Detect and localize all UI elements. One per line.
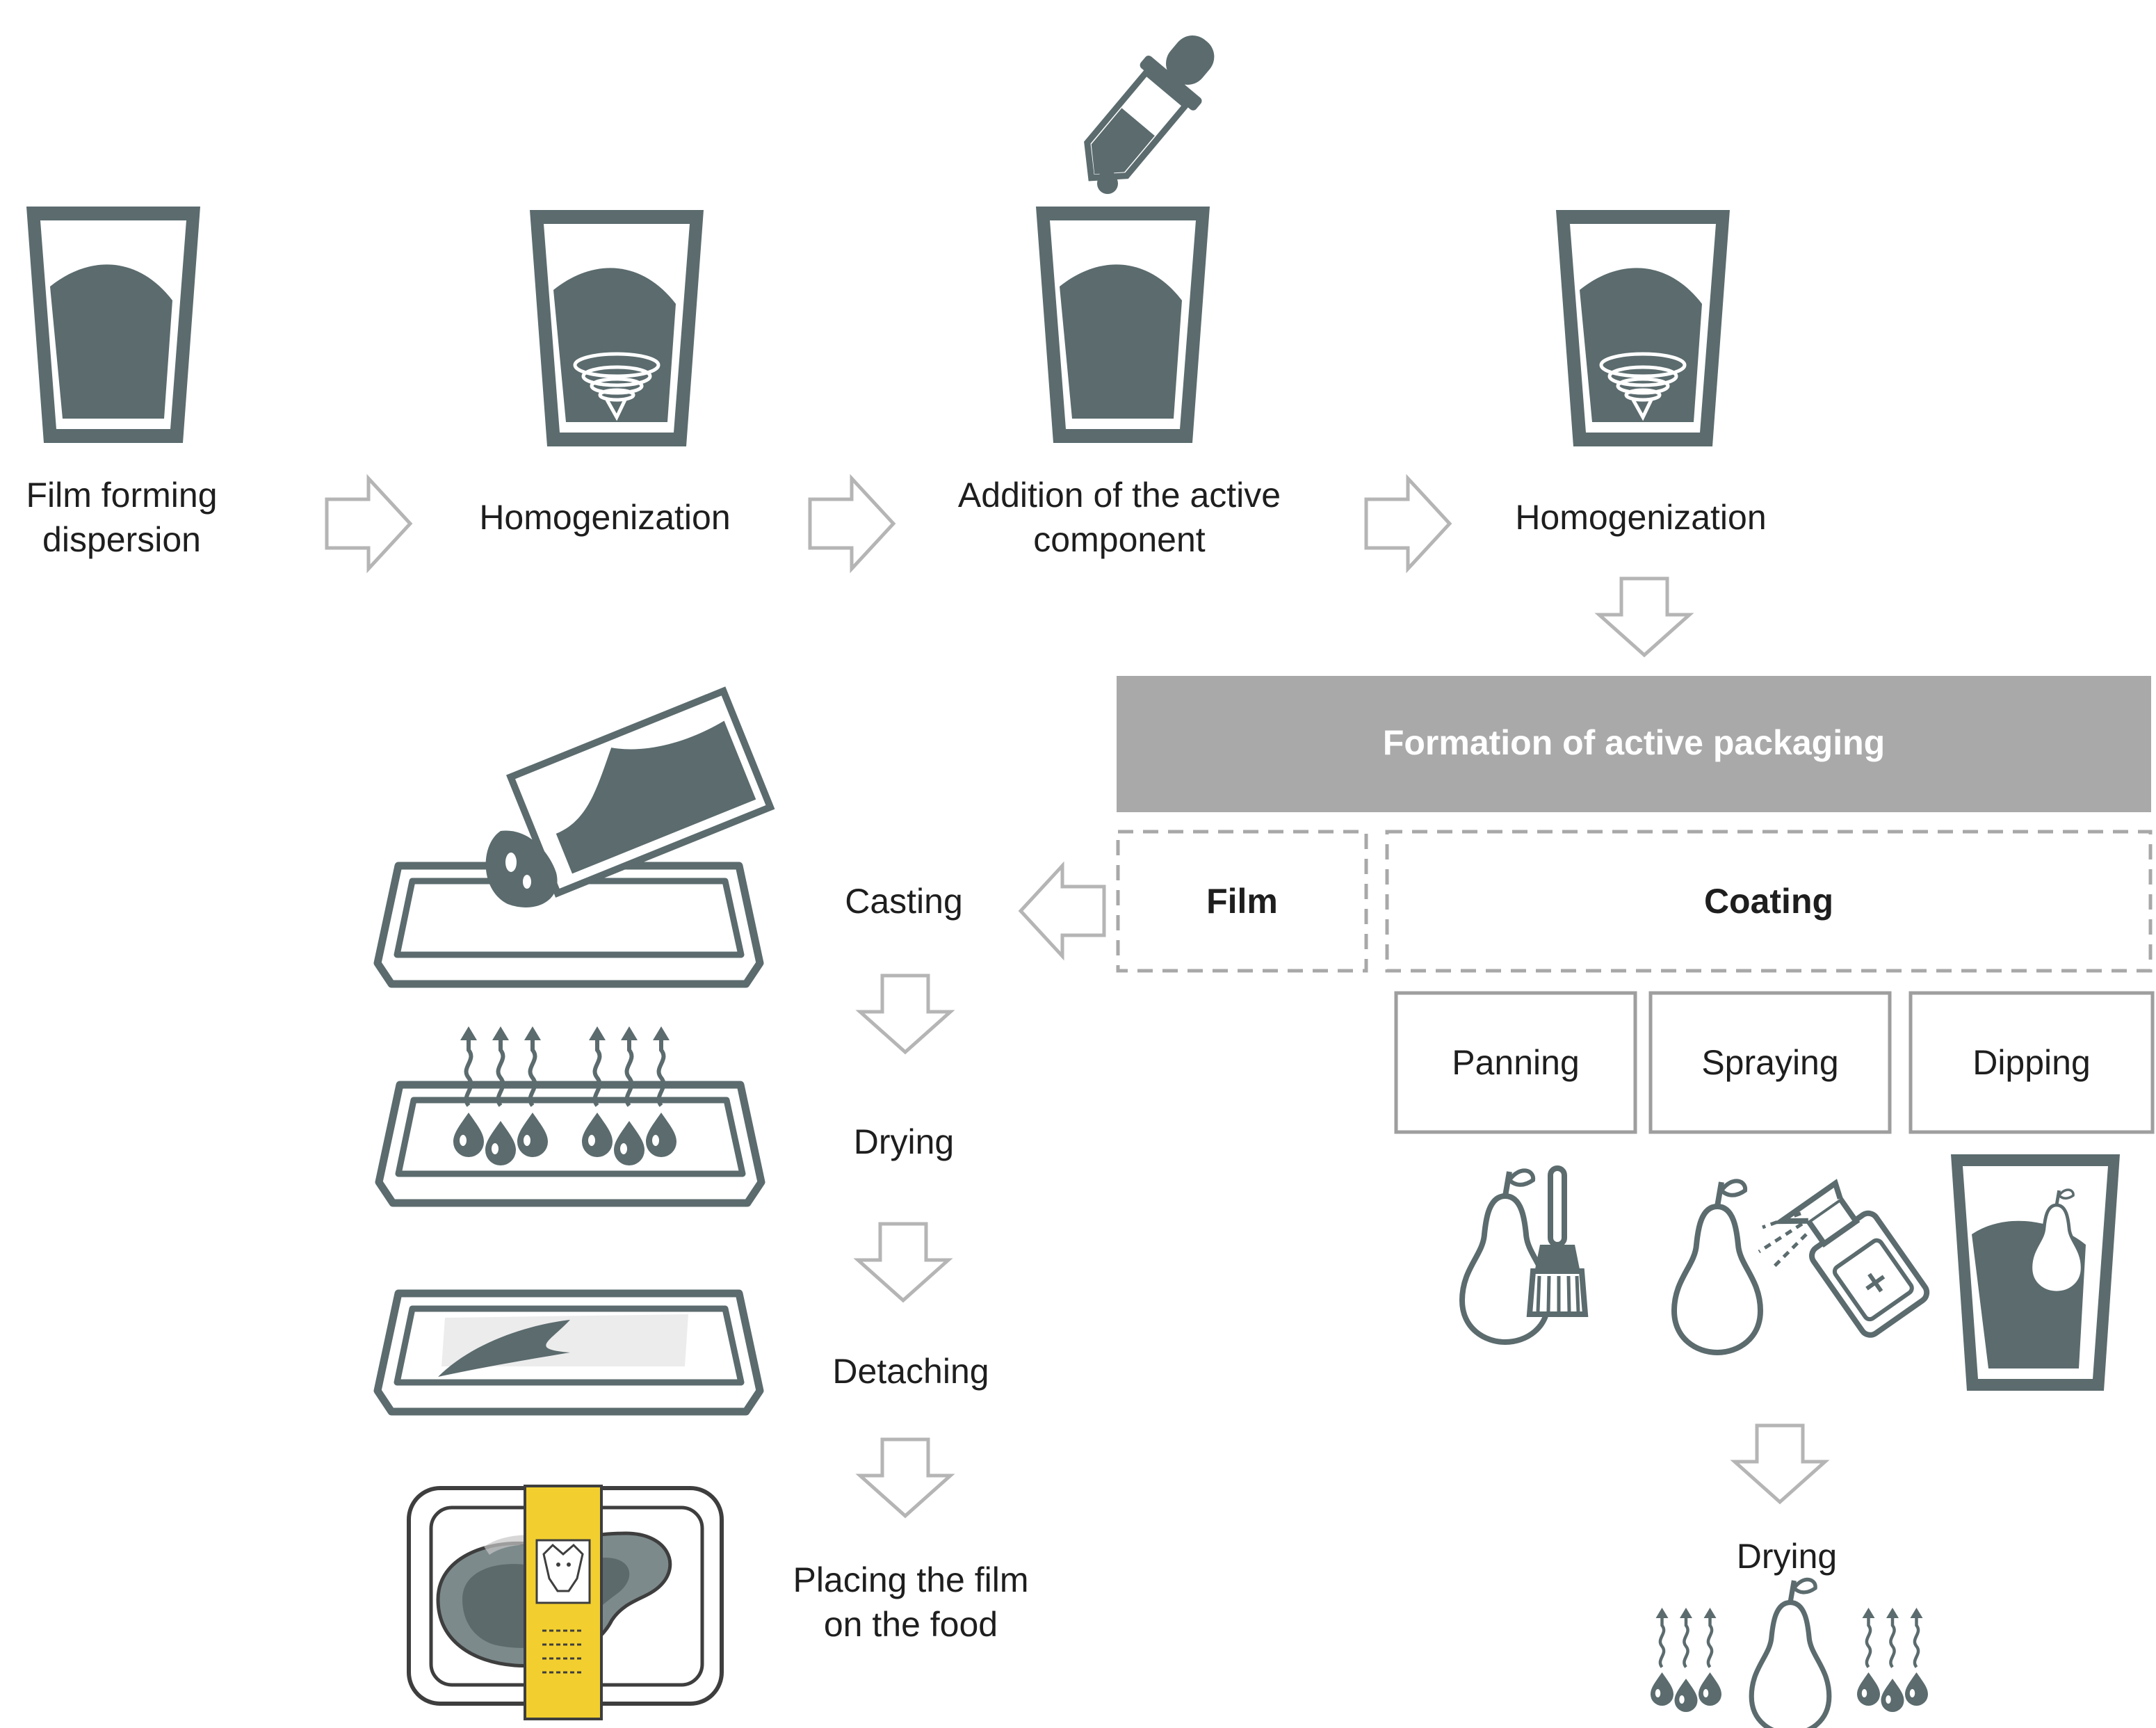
step-label-addition: Addition of the active component [957, 476, 1281, 559]
detaching-label: Detaching [832, 1352, 989, 1391]
coating-box [1385, 830, 2153, 973]
coating-drying-label: Drying [1736, 1537, 1838, 1576]
beaker-film-forming-icon [26, 207, 200, 443]
formation-banner [1117, 676, 2151, 812]
panning-box [1394, 991, 1637, 1134]
casting-label: Casting [845, 882, 963, 921]
formation-banner-label: Formation of active packaging [1382, 723, 1886, 762]
beaker-addition-icon [1036, 207, 1210, 443]
step-label-homogenization-2: Homogenization [1515, 498, 1767, 537]
spraying-label: Spraying [1701, 1043, 1839, 1082]
dipping-beaker-pear-icon [1951, 1154, 2120, 1391]
dipping-label: Dipping [1972, 1043, 2091, 1082]
detaching-tray-icon [378, 1293, 760, 1412]
dropper-icon [1084, 35, 1215, 194]
arrow-down-to-drying-icon [860, 976, 950, 1052]
beaker-homogenization-2-icon [1556, 210, 1730, 446]
coating-branch-label: Coating [1703, 882, 1834, 921]
arrow-down-to-detaching-icon [858, 1224, 948, 1300]
film-box [1116, 830, 1368, 973]
placing-label: Placing the film on the food [793, 1560, 1029, 1644]
arrow-right-2-icon [810, 478, 893, 569]
packaged-meat-icon [407, 1485, 724, 1720]
step-label-film-forming: Film forming dispersion [26, 476, 218, 559]
film-branch-label: Film [1206, 882, 1278, 921]
drying-tray-icon [379, 1026, 761, 1203]
coating-drying-icon [1651, 1580, 1928, 1728]
spraying-box [1648, 991, 1892, 1134]
arrow-right-1-icon [327, 478, 410, 569]
arrow-down-to-banner-icon [1599, 579, 1689, 655]
arrow-right-3-icon [1366, 478, 1450, 569]
arrow-left-to-casting-icon [1021, 866, 1104, 956]
spraying-pear-bottle-icon [1674, 1175, 1930, 1352]
panning-pear-brush-icon [1462, 1165, 1589, 1342]
arrow-down-to-placing-icon [860, 1439, 950, 1516]
step-label-homogenization-1: Homogenization [479, 498, 731, 537]
panning-label: Panning [1452, 1043, 1580, 1082]
drying-label: Drying [853, 1122, 955, 1161]
casting-icon [378, 686, 775, 984]
arrow-down-coating-drying-icon [1735, 1426, 1825, 1502]
beaker-homogenization-1-icon [530, 210, 704, 446]
dipping-box [1908, 991, 2155, 1134]
